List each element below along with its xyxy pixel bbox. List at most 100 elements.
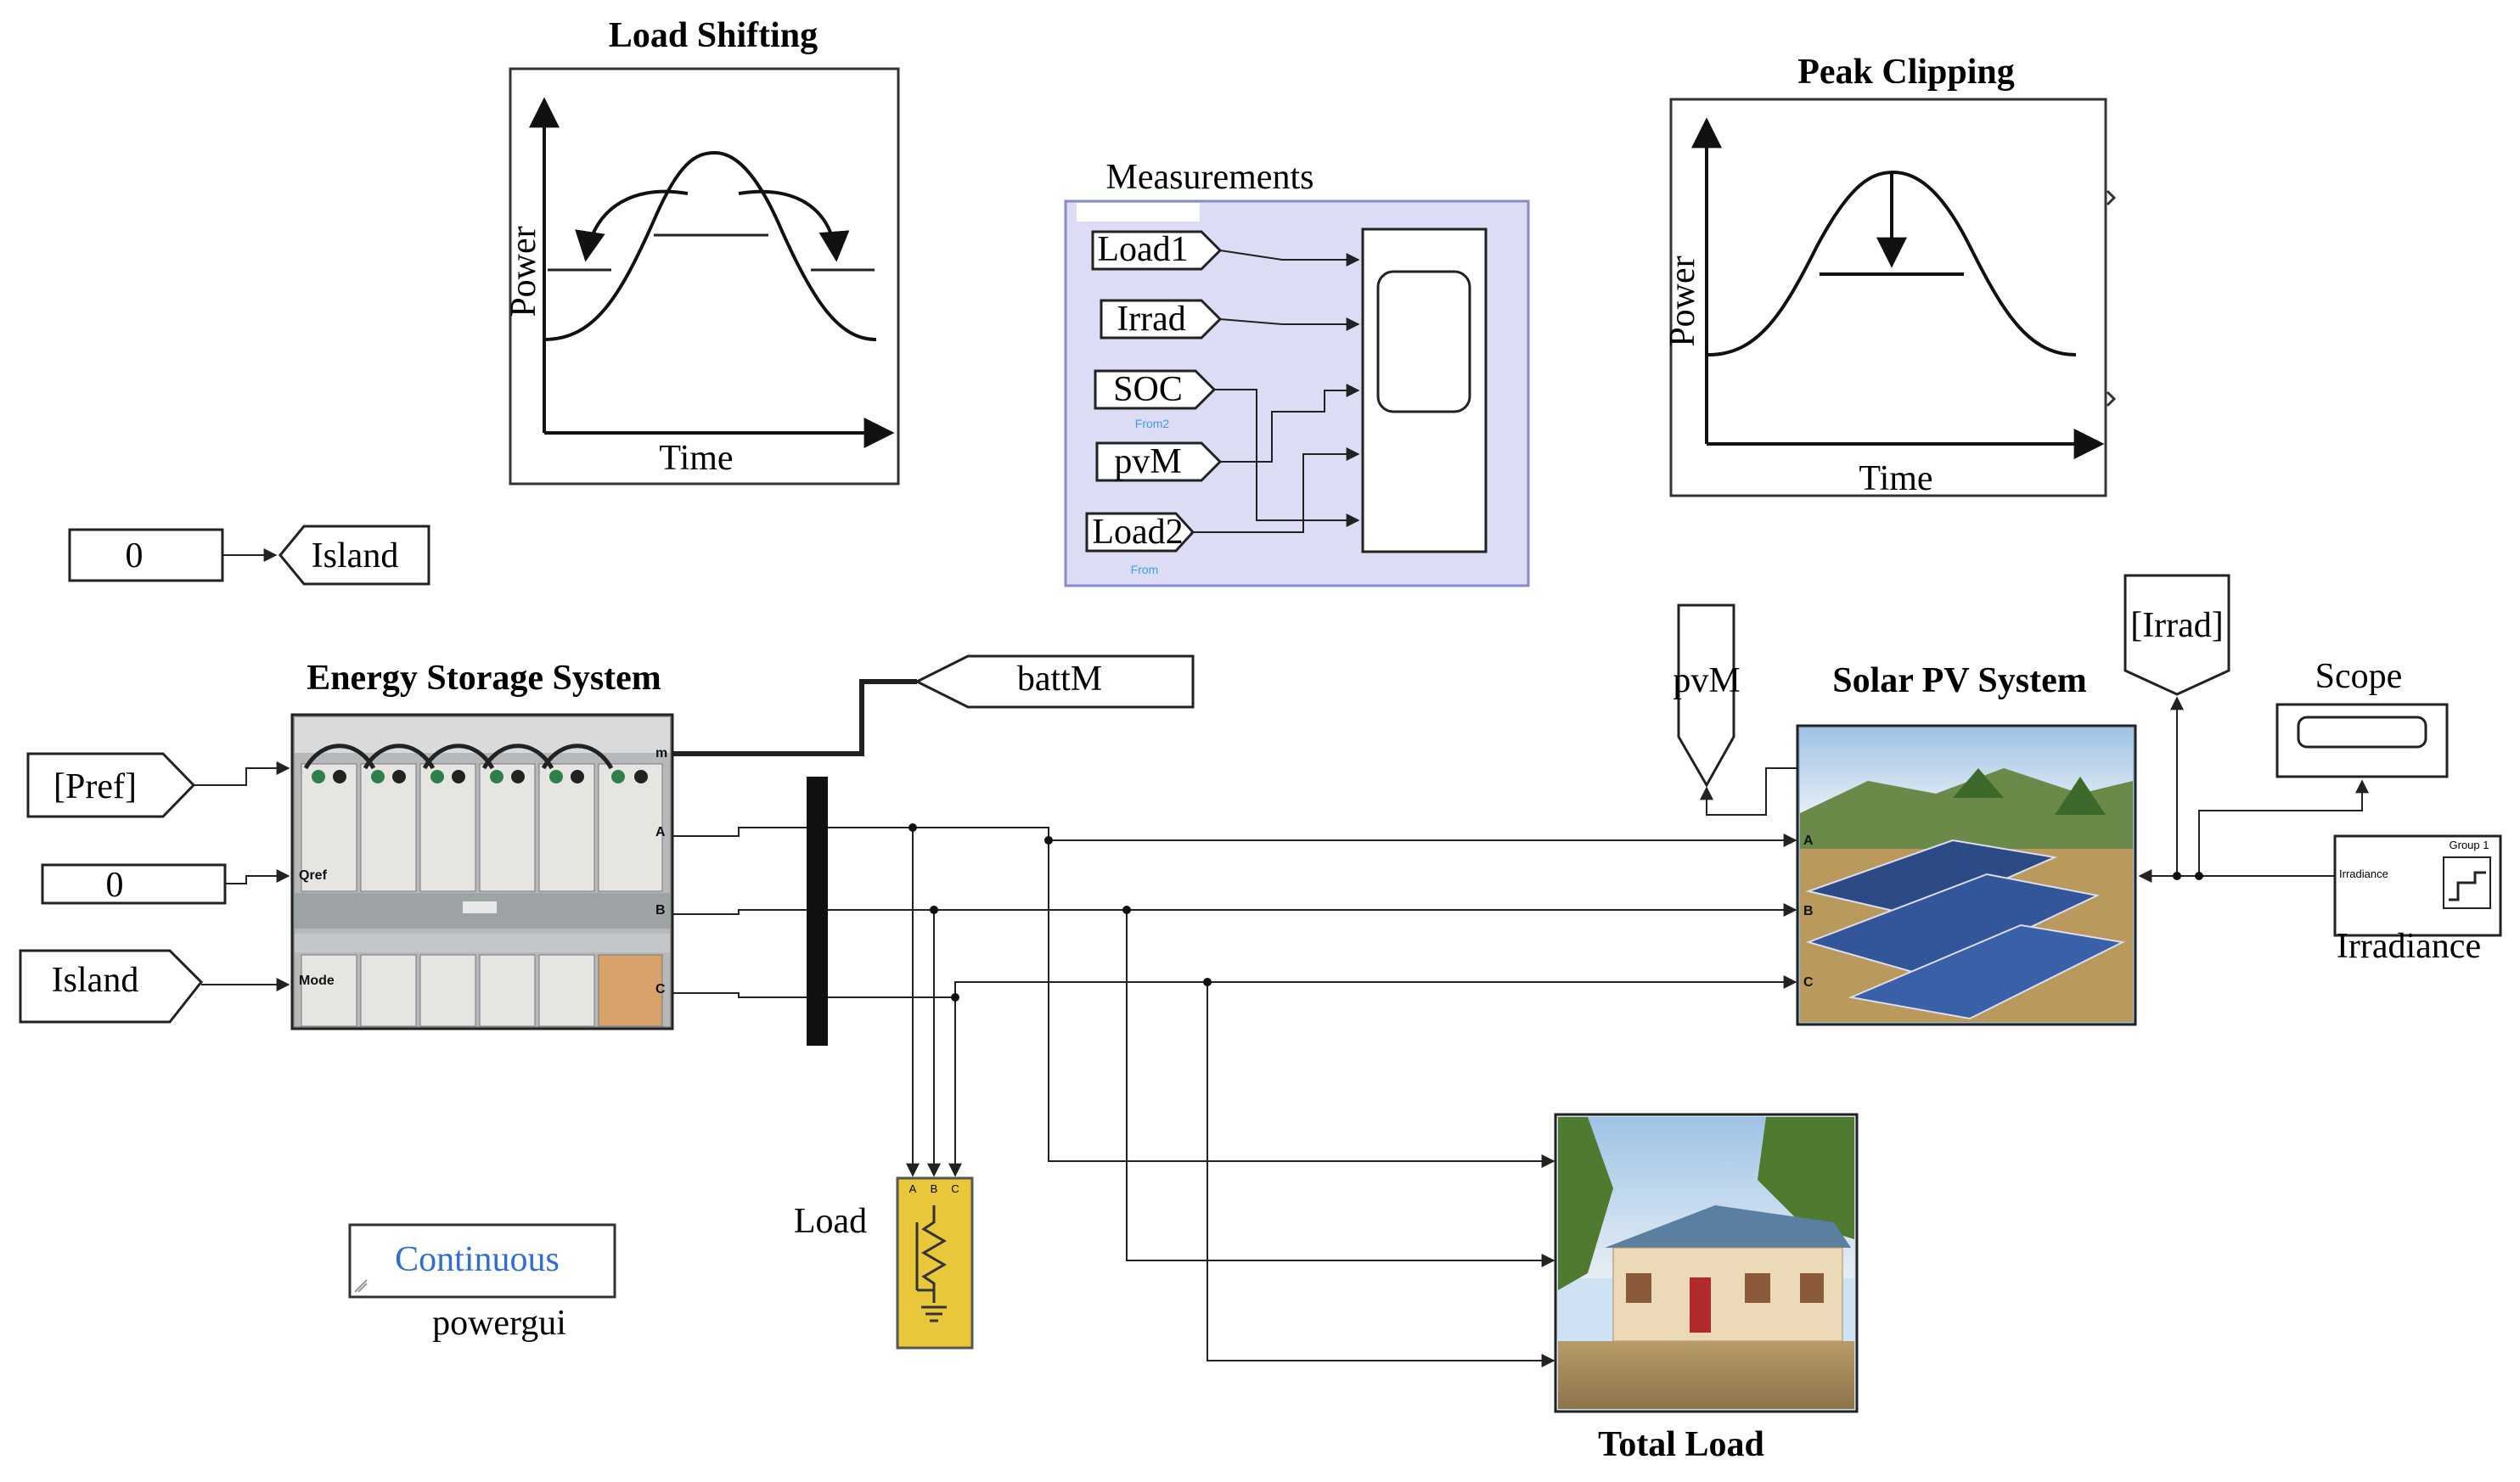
from-tag-irrad-label: Irrad	[1117, 300, 1186, 339]
pv-panel-row-3	[1848, 923, 2126, 1020]
total-load-group: Total Load	[1554, 1113, 1859, 1464]
ess-title: Energy Storage System	[307, 659, 661, 698]
pv-port-b: B	[1803, 904, 1814, 918]
ess-port-out-c: C	[655, 982, 666, 996]
island-constant-block[interactable]	[68, 528, 224, 582]
measurements-scope-screen	[1376, 270, 1471, 413]
wire-irradiance-to-scope	[2198, 779, 2369, 876]
ess-shelf-rail-2	[295, 934, 670, 952]
load-resistor-icon	[915, 1205, 947, 1322]
powergui-label: powergui	[432, 1304, 566, 1343]
ess-battery-row-2	[301, 954, 663, 1027]
from-tag-island[interactable]	[19, 949, 204, 1024]
goto-tag-island[interactable]	[278, 525, 430, 586]
from-tag-soc[interactable]	[1094, 369, 1217, 410]
load-shifting-ylabel: Power	[504, 226, 543, 317]
peak-clipping-ylabel: Power	[1663, 255, 1702, 346]
island-constant-group: 0 Island	[68, 525, 430, 586]
peak-clipping-port-out-2[interactable]	[2106, 390, 2117, 407]
pvm-goto-group: pvM	[1673, 603, 1797, 816]
island-constant-value: 0	[126, 536, 143, 575]
phase-a-wire	[828, 827, 1797, 847]
solar-pv-system: Solar PV System A B C	[1796, 661, 2137, 1026]
ess-shelf-top	[295, 717, 670, 753]
wire-soc-to-scope	[1214, 389, 1360, 527]
load-port-c: C	[951, 1182, 959, 1195]
peak-clipping-port-out-1[interactable]	[2106, 189, 2117, 206]
powergui-block[interactable]	[348, 1223, 616, 1299]
pv-panel-row-1	[1805, 839, 2058, 918]
pv-port-c: C	[1803, 975, 1814, 990]
constant-qref-block[interactable]	[41, 863, 227, 905]
load-shifting-xlabel: Time	[659, 439, 733, 478]
goto-tag-battm-label: battM	[1017, 660, 1102, 699]
from-tag-load1[interactable]	[1091, 230, 1223, 271]
powergui-mode: Continuous	[395, 1240, 560, 1279]
from-tag-pvm[interactable]	[1095, 441, 1223, 482]
irradiance-small-label: Irradiance	[2339, 867, 2388, 880]
wire-load1-to-scope	[1219, 250, 1360, 267]
ess-battery-row-1	[301, 744, 663, 892]
load-port-a: A	[909, 1182, 917, 1195]
load-shifting-right-arrow	[738, 189, 850, 262]
measurements-panel-notch	[1077, 203, 1200, 222]
irradiance-signal-icon	[2449, 871, 2486, 901]
total-load-label: Total Load	[1598, 1425, 1764, 1464]
load-group: Load A B C	[794, 1176, 974, 1350]
wire-ess-m-to-battm	[672, 679, 917, 756]
powergui-group: Continuous powergui	[348, 1223, 616, 1343]
from-tag-load1-label: Load1	[1097, 230, 1188, 269]
wire-pref-to-ess	[194, 761, 290, 786]
total-load-trees	[1558, 1117, 1854, 1290]
from-tag-irrad[interactable]	[1100, 299, 1223, 340]
scope-label: Scope	[2315, 657, 2403, 696]
total-load-roof	[1605, 1205, 1851, 1248]
pv-trees	[1953, 768, 2106, 815]
scope-group: Scope	[2275, 657, 2449, 778]
ess-inputs: [Pref] 0 Island	[19, 752, 290, 1024]
load-port-b: B	[931, 1182, 938, 1195]
load-shifting-curve	[543, 150, 877, 341]
wire-load2-to-scope	[1193, 447, 1360, 533]
load-shifting-chart: Load Shifting Power Time	[504, 16, 900, 486]
goto-tag-pvm[interactable]	[1677, 603, 1735, 789]
from-tag-pref-label: [Pref]	[53, 767, 137, 806]
load-label: Load	[794, 1202, 867, 1241]
wire-qref-to-ess	[225, 869, 290, 884]
peak-clipping-title: Peak Clipping	[1797, 53, 2015, 92]
ess-port-out-a: A	[655, 825, 666, 839]
phase-c-wire	[828, 975, 1797, 998]
constant-qref-value: 0	[106, 866, 124, 905]
peak-clipping-chart: Peak Clipping Power Time	[1663, 53, 2117, 498]
goto-tag-pvm-label: pvM	[1673, 661, 1740, 700]
from-tag-pvm-label: pvM	[1114, 442, 1181, 481]
pv-hills	[1800, 768, 2133, 857]
peak-clipping-xlabel: Time	[1859, 459, 1932, 498]
irradiance-group: Group 1 Irradiance Irradiance	[2138, 696, 2502, 966]
battm-goto-group: battM	[672, 654, 1195, 756]
measurements-subsystem[interactable]: Measurements Load1 Irrad SOC From2 pvM L…	[1064, 158, 1530, 587]
load-block[interactable]	[896, 1176, 974, 1350]
ess-port-in-mode: Mode	[299, 974, 335, 988]
from-tag-load2[interactable]	[1085, 512, 1195, 553]
irradiance-group-label: Group 1	[2450, 839, 2489, 851]
ess-port-out-b: B	[655, 903, 666, 918]
ess-port-out-m: m	[655, 746, 667, 761]
busbar[interactable]	[807, 777, 828, 1046]
load-shifting-title: Load Shifting	[609, 16, 818, 55]
pv-panel-row-2	[1805, 873, 2101, 978]
goto-tag-irrad-label: [Irrad]	[2130, 606, 2224, 645]
goto-tag-battm[interactable]	[914, 654, 1195, 709]
goto-tag-irrad[interactable]	[2123, 574, 2230, 696]
wire-pv-to-pvm	[1700, 767, 1797, 816]
from-tag-pref[interactable]	[26, 752, 196, 818]
pv-port-a: A	[1803, 834, 1814, 848]
load-shifting-frame	[509, 67, 900, 486]
measurements-title: Measurements	[1106, 158, 1314, 197]
pv-title: Solar PV System	[1832, 661, 2086, 700]
from-tag-soc-small-label: From2	[1135, 417, 1170, 430]
ess-shelf-label	[463, 901, 497, 913]
irrad-goto-group: [Irrad]	[2123, 574, 2230, 696]
from-tag-soc-label: SOC	[1113, 370, 1183, 409]
